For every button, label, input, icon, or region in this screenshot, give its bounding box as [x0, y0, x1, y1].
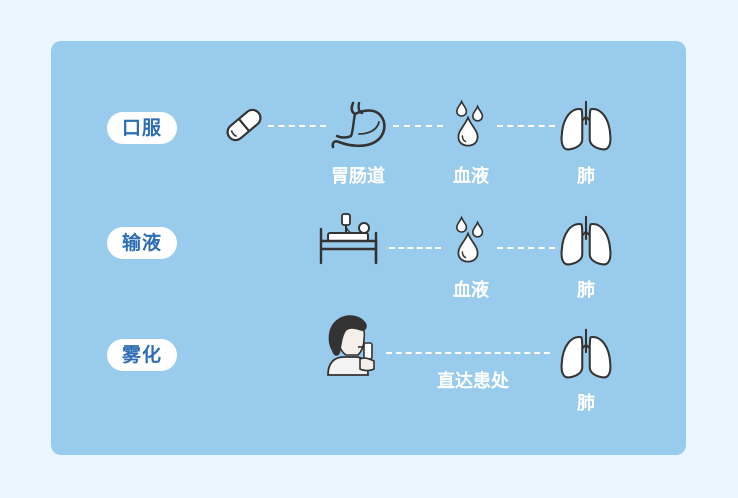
drops-icon: [452, 96, 492, 152]
hospital-bed-icon: [316, 211, 382, 265]
connector-line: [497, 125, 555, 127]
pill-icon: [221, 105, 267, 145]
step-label: 血液: [453, 166, 489, 187]
step-label: 肺: [577, 393, 595, 414]
drops-icon: [452, 212, 492, 268]
connector-line: [497, 247, 555, 249]
connector-line: [386, 352, 550, 354]
step-label: 肺: [577, 280, 595, 301]
route-label-infusion: 输液: [107, 227, 177, 259]
route-label-nebulization: 雾化: [107, 339, 177, 371]
lungs-icon: [556, 326, 616, 382]
lungs-icon: [556, 98, 616, 154]
lungs-icon: [556, 213, 616, 269]
connector-line: [268, 125, 326, 127]
step-label: 胃肠道: [331, 166, 385, 187]
stomach-icon: [329, 100, 389, 150]
inhaler-person-icon: [320, 311, 382, 377]
step-label: 血液: [453, 280, 489, 301]
route-label-oral: 口服: [107, 112, 177, 144]
direct-delivery-note: 直达患处: [437, 371, 509, 392]
connector-line: [389, 247, 441, 249]
step-label: 肺: [577, 166, 595, 187]
connector-line: [393, 125, 443, 127]
